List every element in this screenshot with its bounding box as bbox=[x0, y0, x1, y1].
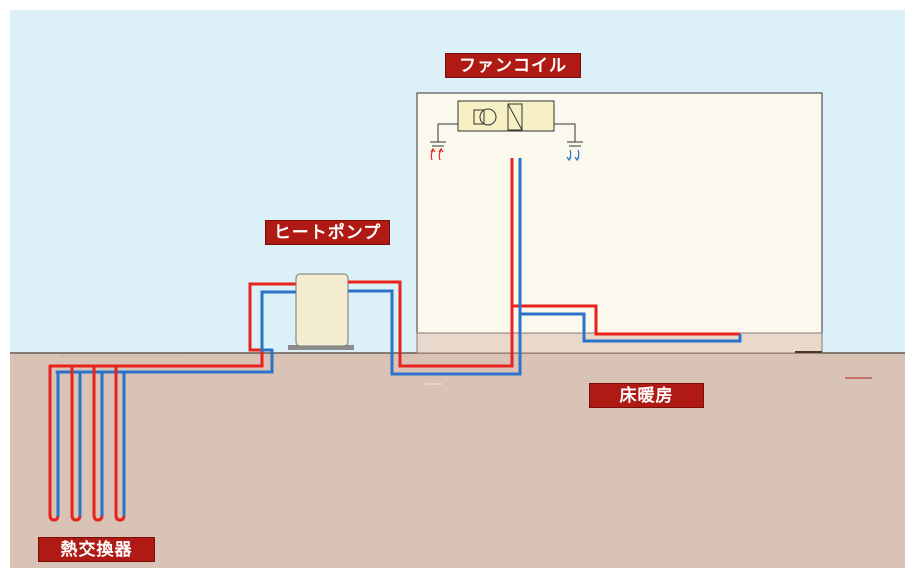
fan-coil-box bbox=[457, 100, 555, 132]
heat-pump-label: ヒートポンプ bbox=[265, 220, 390, 245]
heat-exchanger-tubes bbox=[48, 348, 274, 522]
heat-pump-unit bbox=[288, 273, 354, 350]
heat-exchanger-label: 熱交換器 bbox=[38, 537, 155, 562]
fan-coil-right-duct bbox=[554, 123, 576, 142]
u-tube-1 bbox=[48, 364, 60, 522]
u-tube-3 bbox=[92, 364, 104, 522]
u-tube-2 bbox=[70, 364, 82, 522]
cool-air-arrows-icon bbox=[566, 149, 580, 162]
heat-pump-body bbox=[295, 273, 349, 347]
cold-riser-to-heat-pump bbox=[260, 290, 296, 352]
fan-icon bbox=[479, 108, 497, 126]
ground-loop-riser bbox=[248, 282, 296, 352]
hot-riser-to-heat-pump bbox=[248, 282, 296, 352]
ground bbox=[10, 353, 905, 568]
cold-header-pipe bbox=[55, 348, 274, 374]
u-tube-4 bbox=[114, 364, 126, 522]
heat-pump-base bbox=[288, 345, 354, 350]
warm-air-arrows-icon bbox=[430, 147, 444, 161]
fan-coil-unit bbox=[418, 94, 586, 158]
fan-coil-label: ファンコイル bbox=[445, 53, 581, 78]
hot-supply-pipe bbox=[348, 280, 740, 368]
hot-header-pipe bbox=[48, 348, 264, 368]
fan-coil-left-duct bbox=[437, 123, 458, 142]
floor-heating-label: 床暖房 bbox=[589, 383, 704, 408]
coil-icon bbox=[507, 103, 523, 131]
coil-icon bbox=[507, 103, 523, 131]
fan-icon bbox=[473, 109, 485, 125]
floor-slab bbox=[416, 332, 823, 354]
